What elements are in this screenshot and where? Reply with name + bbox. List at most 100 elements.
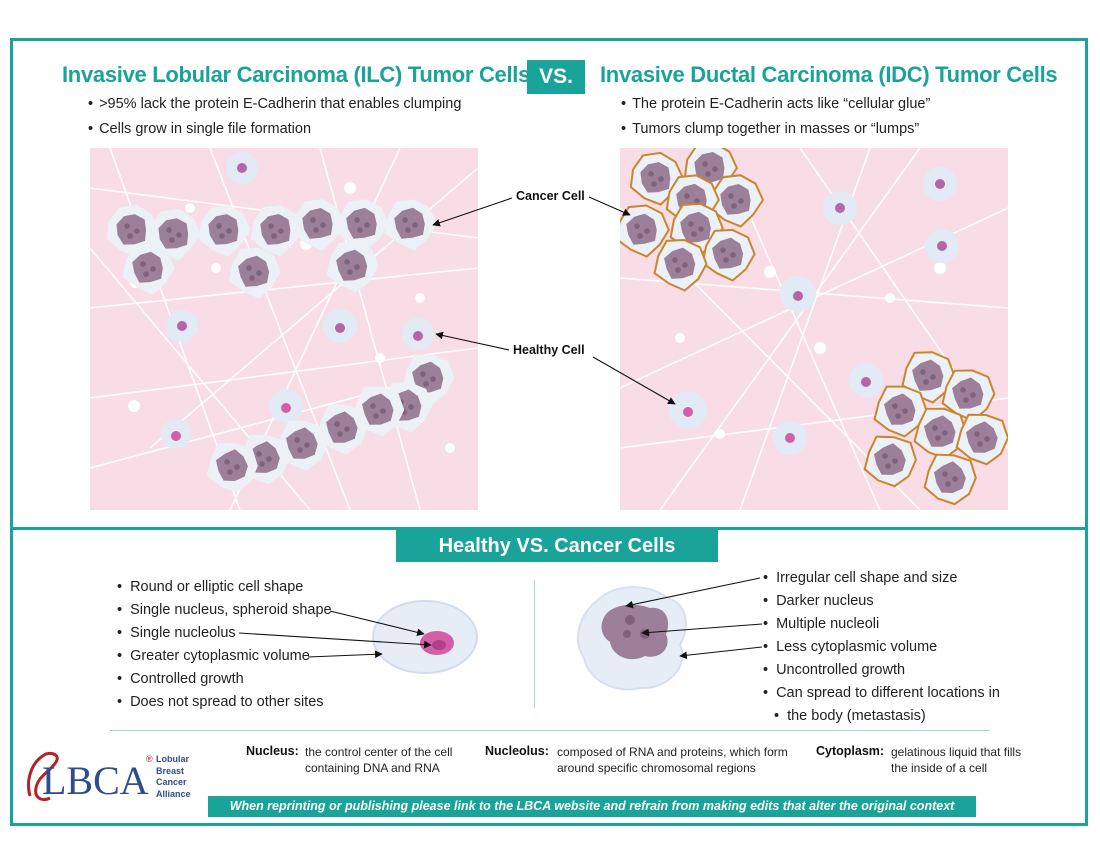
- idc-cancer-clusters: [620, 148, 1008, 506]
- cancer-cell-nucleus: [238, 255, 270, 287]
- cancer-trait: the body (metastasis): [763, 705, 1000, 728]
- lbca-logo: LBCA ®: [27, 752, 153, 803]
- cancer-cell-nucleolus: [960, 387, 966, 393]
- cancer-cell-nucleolus: [364, 222, 370, 228]
- cancer-cell-nucleus: [412, 361, 444, 393]
- cancer-cell-nucleolus: [895, 413, 901, 419]
- cancer-cell-nucleolus: [672, 257, 678, 263]
- cancer-cell-nucleolus: [127, 233, 133, 239]
- cancer-cell-nucleolus: [942, 471, 948, 477]
- cancer-cell-nucleolus: [402, 217, 408, 223]
- cancer-cell-nucleolus: [942, 430, 948, 436]
- cancer-cell-nucleolus: [334, 421, 340, 427]
- healthy-trait: Does not spread to other sites: [117, 691, 332, 714]
- cancer-cell-nucleolus: [658, 176, 664, 182]
- cancer-cell-nucleolus: [984, 436, 990, 442]
- nucleus-definition: the control center of the cell containin…: [305, 744, 452, 776]
- cancer-cell-nucleolus: [723, 257, 729, 263]
- idc-bullets: The protein E-Cadherin acts like “cellul…: [621, 92, 930, 142]
- cancer-traits-list: Irregular cell shape and size Darker nuc…: [763, 567, 1000, 728]
- cancer-cell-nucleus: [132, 251, 163, 283]
- callout-arrows: [238, 196, 763, 660]
- cancer-cell-nucleolus: [347, 269, 353, 275]
- cancer-cell-nucleus: [934, 461, 966, 493]
- cancer-cell-nucleolus: [731, 203, 737, 209]
- healthy-trait: Controlled growth: [117, 668, 332, 691]
- cancer-trait: Darker nucleus: [763, 590, 1000, 613]
- cancer-cell-nucleolus: [304, 442, 310, 448]
- cancer-cell-nucleus: [924, 415, 956, 447]
- cancer-cell-nucleus: [884, 393, 916, 425]
- cancer-cell-nucleolus: [930, 374, 936, 380]
- idc-bullet: Tumors clump together in masses or “lump…: [621, 117, 930, 142]
- cancer-cell-nucleolus: [720, 247, 726, 253]
- cancer-cell-nucleolus: [216, 223, 222, 229]
- cancer-cell-nucleolus: [684, 193, 690, 199]
- cancer-cell-nucleolus: [256, 451, 262, 457]
- healthy-trait: Greater cytoplasmic volume: [117, 645, 332, 668]
- cancer-cell-nucleus: [208, 214, 239, 245]
- cancer-trait: Uncontrolled growth: [763, 659, 1000, 682]
- definitions-separator: [110, 730, 990, 731]
- cancer-cell-nucleolus: [885, 463, 891, 469]
- idc-bullet: The protein E-Cadherin acts like “cellul…: [621, 92, 930, 117]
- healthy-trait: Single nucleolus: [117, 622, 332, 645]
- cancer-cell-nucleus: [874, 443, 906, 475]
- cancer-cell-nucleus: [286, 427, 318, 459]
- cancer-cell-nucleolus: [634, 223, 640, 229]
- cancer-cell-nucleus: [664, 247, 696, 279]
- idc-title: Invasive Ductal Carcinoma (IDC) Tumor Ce…: [600, 62, 1058, 87]
- cancer-trait: Multiple nucleoli: [763, 613, 1000, 636]
- cancer-cell-nucleolus: [682, 262, 688, 268]
- cancer-trait: Can spread to different locations in: [763, 682, 1000, 705]
- nucleolus-definition-line: around specific chromosomal regions: [557, 761, 756, 775]
- cancer-cell-nucleus: [302, 208, 333, 239]
- cancer-cell-nucleolus: [882, 453, 888, 459]
- cancer-cell-nucleolus: [234, 464, 240, 470]
- cancer-cell-nucleolus: [344, 426, 350, 432]
- cancer-cell-nucleolus: [313, 227, 319, 233]
- cancer-cell-nucleolus: [370, 403, 376, 409]
- healthy-traits-list: Round or elliptic cell shape Single nucl…: [117, 576, 332, 714]
- cancer-cell-nucleolus: [143, 271, 149, 277]
- section-divider: [10, 527, 1088, 530]
- ilc-bullets: >95% lack the protein E-Cadherin that en…: [88, 92, 461, 142]
- cancer-cell-nucleolus: [166, 227, 172, 233]
- idc-illustration: [620, 148, 1008, 510]
- cytoplasm-definition: gelatinous liquid that fills the inside …: [891, 744, 1021, 776]
- cancer-cell-nucleolus: [423, 381, 429, 387]
- healthy-cell-callout: Healthy Cell: [513, 343, 585, 357]
- cancer-cell-nucleolus: [354, 217, 360, 223]
- healthy-trait: Single nucleus, spheroid shape: [117, 599, 332, 622]
- cancer-cell-nucleolus: [373, 413, 379, 419]
- ilc-illustration: [90, 148, 478, 510]
- cancer-cell-nucleolus: [923, 379, 929, 385]
- cancer-cell-nucleus: [260, 214, 291, 245]
- logo-name-line: Lobular: [156, 754, 189, 764]
- cancer-cell-nucleus: [346, 207, 377, 239]
- cancer-cell-nucleolus: [268, 223, 274, 229]
- cancer-cell-nucleolus: [219, 233, 225, 239]
- cancer-cell-nucleolus: [259, 461, 265, 467]
- cancer-cell-nucleolus: [140, 261, 146, 267]
- cancer-cell-nucleolus: [344, 259, 350, 265]
- ilc-bullet: Cells grow in single file formation: [88, 117, 461, 142]
- cancer-cell-nucleolus: [920, 369, 926, 375]
- cancer-cell-nucleolus: [124, 223, 130, 229]
- logo-name: Lobular Breast Cancer Alliance: [156, 754, 191, 800]
- cancer-cell-nucleolus: [278, 228, 284, 234]
- cancer-cell-nucleolus: [945, 481, 951, 487]
- nucleus-definition-line: the control center of the cell: [305, 745, 453, 759]
- cancer-cell-nucleus: [216, 449, 248, 481]
- reprint-notice: When reprinting or publishing please lin…: [208, 796, 976, 817]
- cancer-cell-nucleolus: [320, 222, 326, 228]
- cytoplasm-term: Cytoplasm:: [816, 744, 885, 758]
- cancer-cell-nucleolus: [271, 233, 277, 239]
- cancer-cell-nucleolus: [310, 217, 316, 223]
- ilc-bullet: >95% lack the protein E-Cadherin that en…: [88, 92, 461, 117]
- cancer-cell-nucleolus: [169, 237, 175, 243]
- cancer-cell-nucleus: [336, 249, 368, 281]
- cancer-cell-nucleolus: [256, 270, 262, 276]
- cancer-cell-nucleolus: [412, 222, 418, 228]
